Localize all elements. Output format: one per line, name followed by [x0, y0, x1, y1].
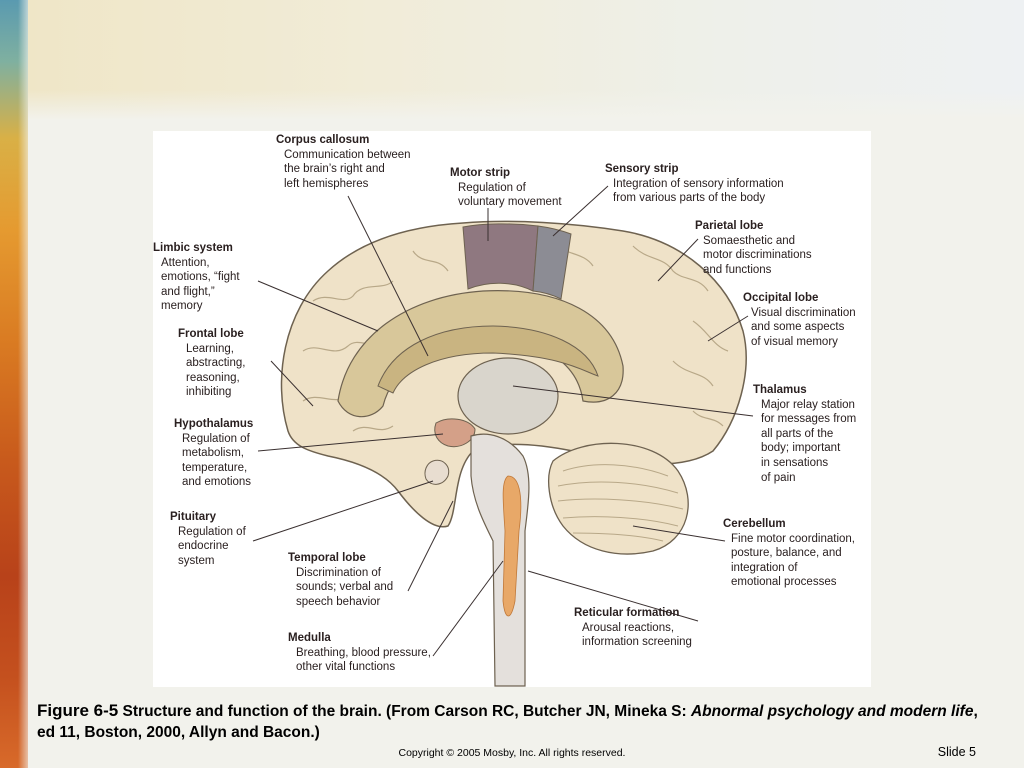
label-temporal-lobe: Temporal lobe Discrimination of sounds; … [288, 551, 394, 609]
motor-strip-title: Motor strip [450, 167, 511, 179]
frontal-lobe-desc: Learning, abstracting, reasoning, inhibi… [186, 342, 246, 399]
slide-number: Slide 5 [937, 745, 976, 759]
pituitary-title: Pituitary [170, 511, 217, 523]
copyright-notice: Copyright © 2005 Mosby, Inc. All rights … [398, 747, 626, 759]
label-medulla: Medulla Breathing, blood pressure, other… [288, 631, 431, 675]
brain-illustration [252, 185, 754, 687]
caption-text: Structure and function of the brain. (Fr… [118, 703, 691, 720]
label-cerebellum: Cerebellum Fine motor coordination, post… [723, 517, 856, 590]
corpus-callosum-title: Corpus callosum [276, 134, 370, 146]
brain-figure: Corpus callosum Communication between th… [153, 131, 871, 687]
corpus-callosum-desc: Communication between the brain’s right … [284, 148, 411, 190]
caption-book-title: Abnormal psychology and modern life [690, 703, 974, 720]
motor-strip [462, 223, 539, 292]
motor-strip-desc: Regulation of voluntary movement [458, 181, 562, 209]
occipital-lobe-title: Occipital lobe [743, 292, 819, 304]
limbic-system-title: Limbic system [153, 242, 233, 254]
cerebellum [548, 442, 689, 555]
pituitary [424, 459, 450, 485]
label-motor-strip: Motor strip Regulation of voluntary move… [450, 166, 562, 210]
reticular-formation-title: Reticular formation [574, 607, 680, 619]
label-limbic-system: Limbic system Attention, emotions, “figh… [153, 241, 240, 314]
hypothalamus-title: Hypothalamus [174, 418, 254, 430]
pituitary-desc: Regulation of endocrine system [178, 525, 246, 567]
hypothalamus [434, 418, 476, 448]
corpus-callosum [377, 325, 599, 394]
top-decorative-band [28, 0, 1024, 120]
sensory-strip [532, 225, 572, 300]
reticular-formation-desc: Arousal reactions, information screening [582, 621, 692, 649]
cerebellum-desc: Fine motor coordination, posture, balanc… [731, 532, 856, 589]
figure-caption: Figure 6-5 Structure and function of the… [37, 700, 997, 743]
frontal-lobe-title: Frontal lobe [178, 328, 244, 340]
reticular-formation [502, 475, 522, 617]
thalamus-title: Thalamus [753, 384, 807, 396]
sensory-strip-title: Sensory strip [605, 163, 679, 175]
thalamus-desc: Major relay station for messages from al… [761, 398, 857, 484]
figure-number: Figure 6-5 [37, 701, 119, 720]
occipital-lobe-desc: Visual discrimination and some aspects o… [751, 306, 856, 348]
label-corpus-callosum: Corpus callosum Communication between th… [276, 133, 411, 191]
hypothalamus-desc: Regulation of metabolism, temperature, a… [182, 432, 252, 489]
medulla-title: Medulla [288, 632, 331, 644]
caption-publication-info: , ed 11, Boston, 2000, Allyn and Bacon.) [37, 703, 978, 741]
parietal-lobe-desc: Somaesthetic and motor discriminations a… [703, 234, 812, 276]
sensory-strip-desc: Integration of sensory information from … [613, 177, 784, 205]
label-occipital-lobe: Occipital lobe Visual discrimination and… [743, 291, 856, 349]
cerebellum-title: Cerebellum [723, 518, 786, 530]
label-reticular-formation: Reticular formation Arousal reactions, i… [574, 606, 692, 650]
brainstem [470, 433, 530, 687]
temporal-lobe-desc: Discrimination of sounds; verbal and spe… [296, 566, 394, 608]
thalamus [457, 357, 559, 435]
label-pituitary: Pituitary Regulation of endocrine system [170, 510, 246, 568]
label-parietal-lobe: Parietal lobe Somaesthetic and motor dis… [695, 219, 812, 277]
label-thalamus: Thalamus Major relay station for message… [753, 383, 857, 485]
left-decorative-band [0, 0, 32, 768]
medulla-desc: Breathing, blood pressure, other vital f… [296, 646, 431, 674]
label-frontal-lobe: Frontal lobe Learning, abstracting, reas… [178, 327, 246, 400]
parietal-lobe-title: Parietal lobe [695, 220, 764, 232]
label-hypothalamus: Hypothalamus Regulation of metabolism, t… [174, 417, 253, 490]
label-sensory-strip: Sensory strip Integration of sensory inf… [605, 162, 784, 206]
limbic-system-desc: Attention, emotions, “fight and flight,”… [161, 256, 240, 313]
temporal-lobe-title: Temporal lobe [288, 552, 366, 564]
